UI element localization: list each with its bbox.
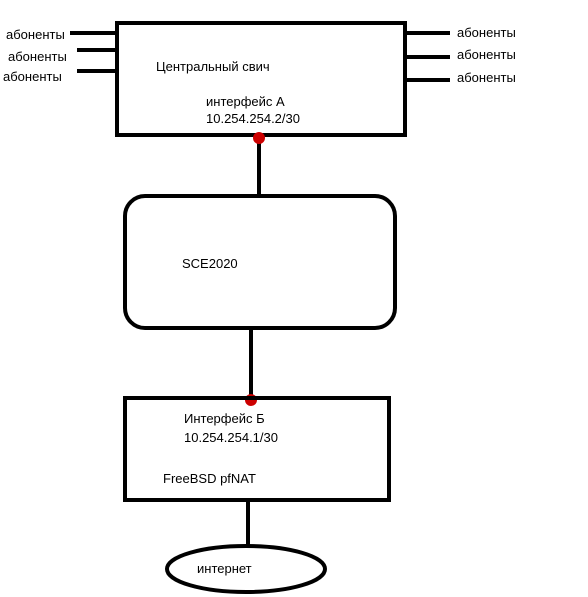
interface-a-label: интерфейс А <box>206 94 285 109</box>
left-subscriber-label-1: абоненты <box>6 27 65 42</box>
right-subscriber-label-3: абоненты <box>457 70 516 85</box>
sce-box <box>123 194 397 330</box>
interface-a-ip: 10.254.254.2/30 <box>206 111 300 126</box>
interface-b-ip: 10.254.254.1/30 <box>184 430 278 445</box>
interface-b-label: Интерфейс Б <box>184 411 265 426</box>
interface-a-connector-dot <box>253 132 265 144</box>
right-subscriber-label-1: абоненты <box>457 25 516 40</box>
left-subscriber-label-3: абоненты <box>3 69 62 84</box>
left-subscriber-label-2: абоненты <box>8 49 67 64</box>
right-subscriber-label-2: абоненты <box>457 47 516 62</box>
sce-title: SCE2020 <box>182 256 238 271</box>
freebsd-box <box>123 396 391 502</box>
central-switch-title: Центральный свич <box>156 59 270 74</box>
freebsd-title: FreeBSD pfNAT <box>163 471 256 486</box>
internet-ellipse <box>165 544 327 594</box>
internet-label: интернет <box>197 561 252 576</box>
